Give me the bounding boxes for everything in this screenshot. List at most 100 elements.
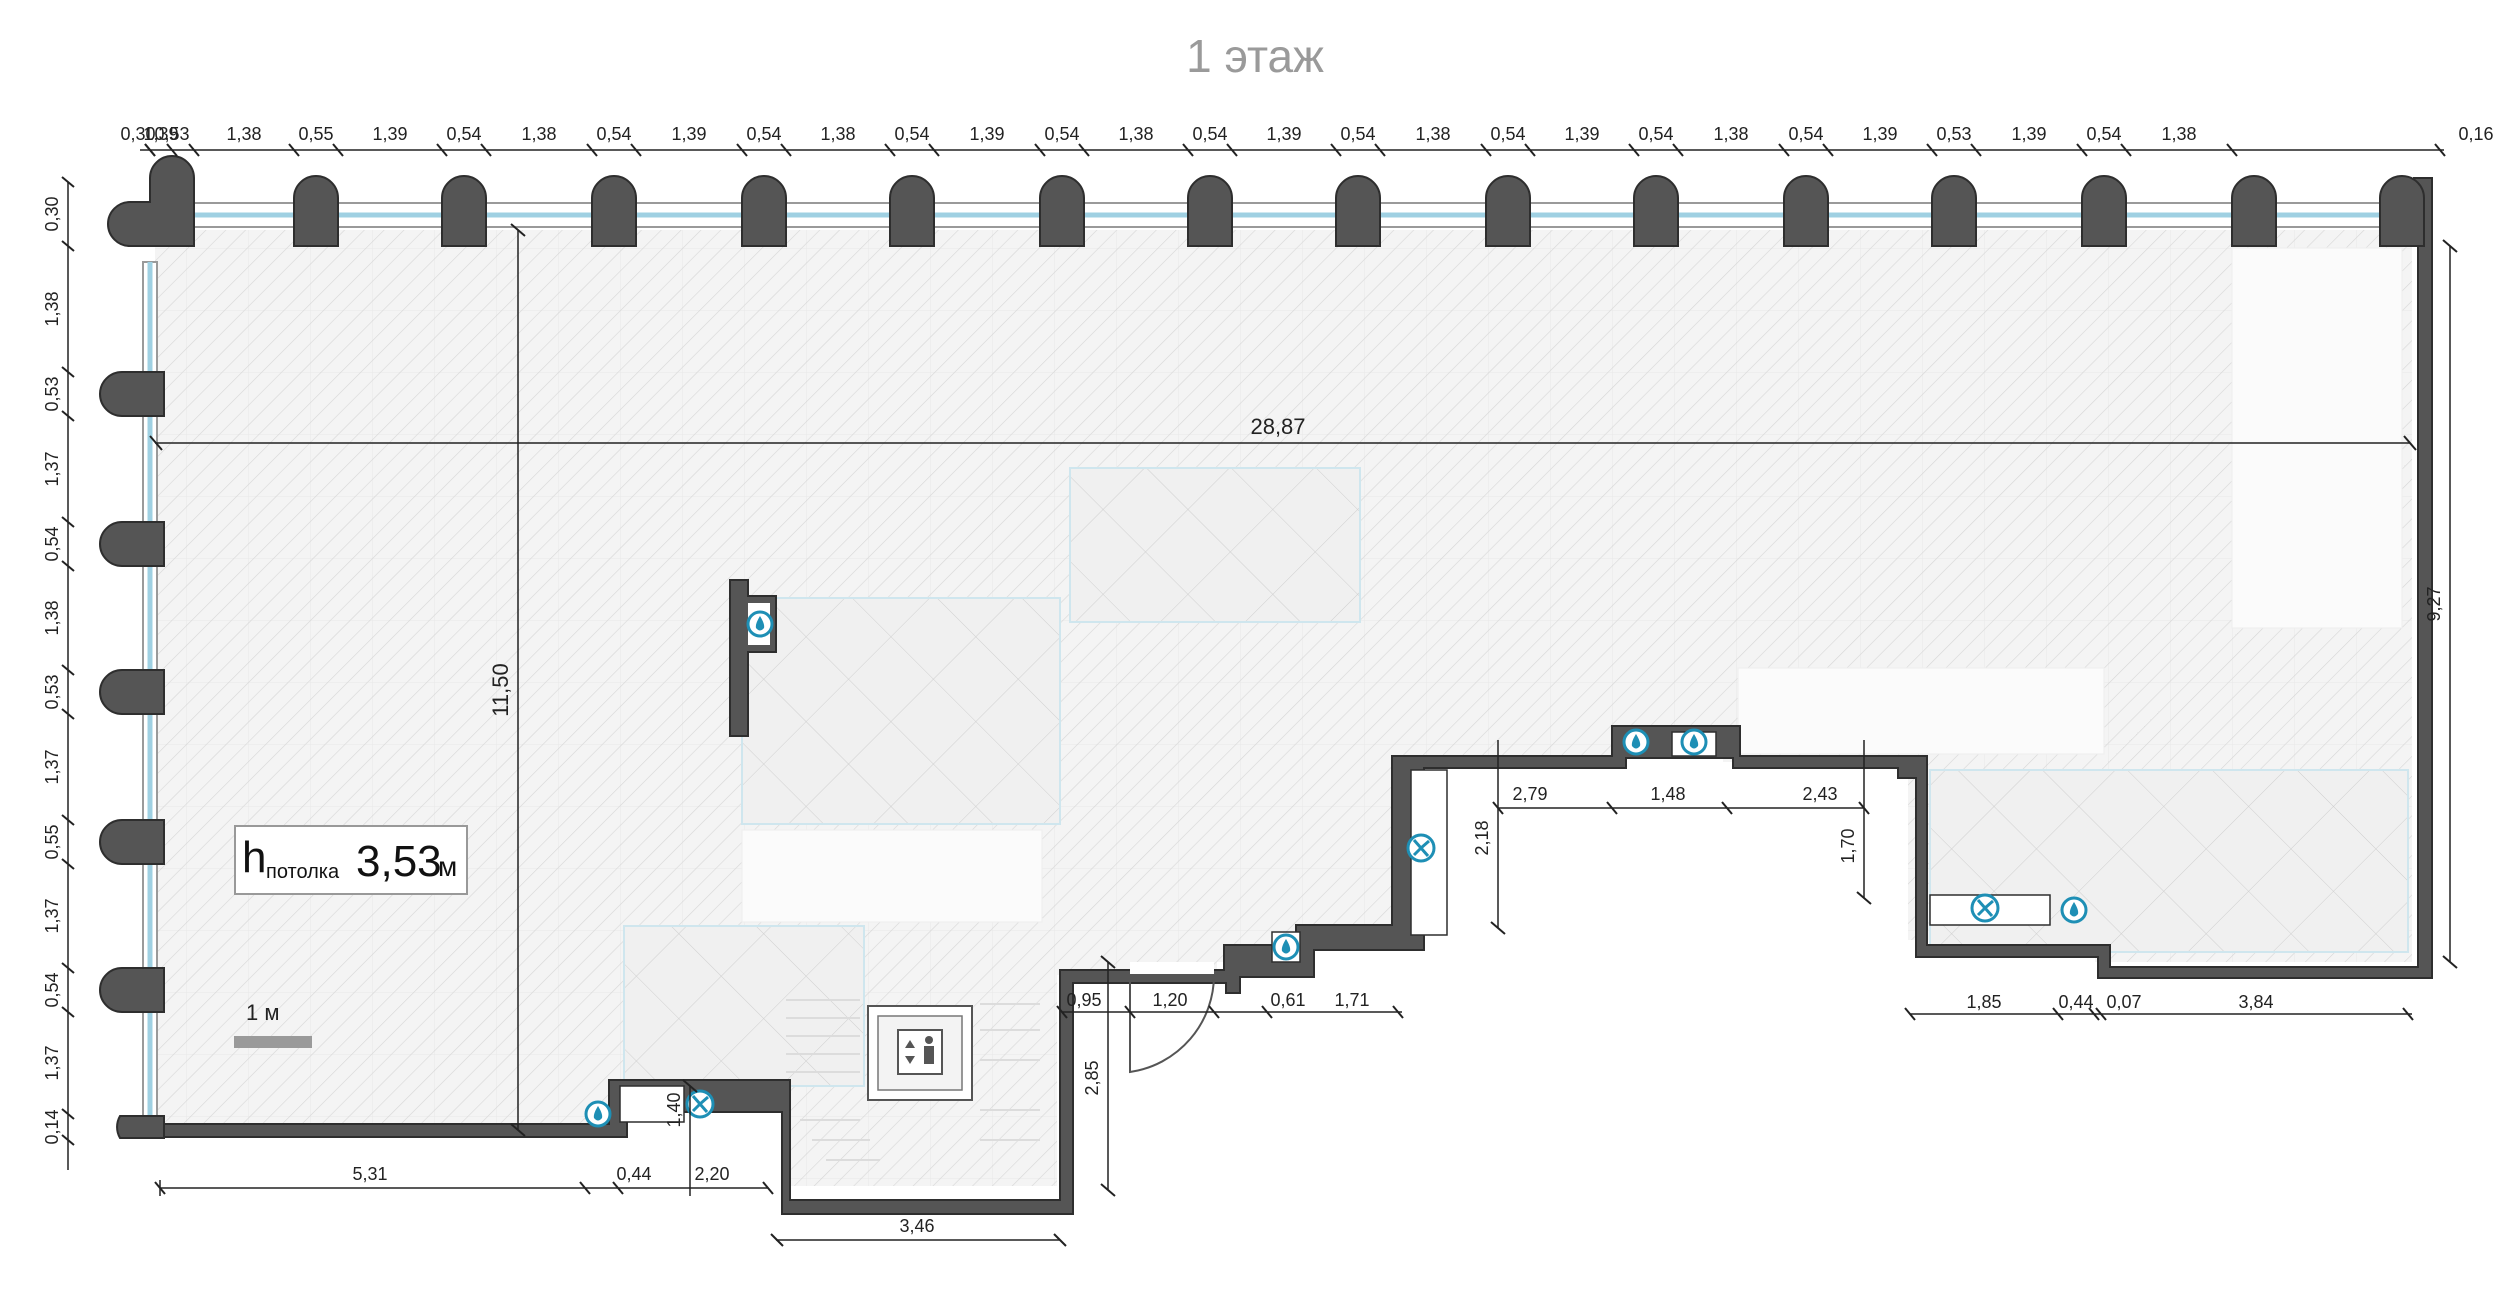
dimension-tick [61, 858, 75, 870]
overall-width-dimension: 28,87 [149, 414, 2417, 451]
floor-area [155, 230, 2412, 1186]
svg-text:0,44: 0,44 [616, 1164, 651, 1184]
dimension-tick [1524, 143, 1536, 157]
dimension-tick [1672, 143, 1684, 157]
top-dimension-label: 0,54 [1192, 124, 1227, 144]
small-height-dimension: 1,40 [664, 1079, 698, 1196]
fan-icon [1406, 833, 1436, 863]
column [99, 669, 165, 715]
dimension-tick [332, 143, 344, 157]
left-dimension-label: 1,37 [42, 1045, 62, 1080]
scale-bar: 1 м [234, 1000, 312, 1048]
dimension-tick [61, 962, 75, 974]
svg-text:0,44: 0,44 [2058, 992, 2093, 1012]
top-dimension-label: 1,39 [1862, 124, 1897, 144]
column [441, 175, 487, 247]
svg-text:1,71: 1,71 [1334, 990, 1369, 1010]
left-dimension-label: 0,54 [42, 526, 62, 561]
dimension-tick [1480, 143, 1492, 157]
top-dimension-label: 0,53 [1936, 124, 1971, 144]
top-dimension-label: 1,38 [1713, 124, 1748, 144]
column [1039, 175, 1085, 247]
dimension-tick [586, 143, 598, 157]
column [99, 819, 165, 865]
column [99, 967, 165, 1013]
column [1485, 175, 1531, 247]
overall-height-dimension: 11,50 [488, 223, 526, 1137]
top-columns [106, 155, 2425, 247]
dimension-tick [1034, 143, 1046, 157]
dimension-tick [61, 1006, 75, 1018]
dimension-tick [61, 1108, 75, 1120]
floor-title: 1 этаж [1186, 30, 1324, 82]
bottom-dimension-chain: 5,31 0,44 2,20 [154, 1164, 774, 1196]
left-dimension-label: 1,37 [42, 451, 62, 486]
column [1931, 175, 1977, 247]
svg-text:1,20: 1,20 [1152, 990, 1187, 1010]
elevator-icon [897, 1029, 943, 1075]
water-drop-icon [2060, 896, 2088, 924]
top-dimension-label: 0,54 [1490, 124, 1525, 144]
dimension-tick [1628, 143, 1640, 157]
top-dimension-label: 0,54 [2086, 124, 2121, 144]
top-dimension-label: 0,54 [446, 124, 481, 144]
left-dimension-label: 0,30 [42, 196, 62, 231]
column [889, 175, 935, 247]
dimension-tick [61, 240, 75, 252]
svg-text:1,48: 1,48 [1650, 784, 1685, 804]
top-dimension-label: 1,39 [372, 124, 407, 144]
left-dimension-label: 1,38 [42, 291, 62, 326]
dimension-tick [166, 143, 178, 157]
column [1783, 175, 1829, 247]
left-dimension-label: 1,37 [42, 898, 62, 933]
svg-text:1,85: 1,85 [1966, 992, 2001, 1012]
corner-column [116, 1115, 165, 1139]
svg-text:0,07: 0,07 [2106, 992, 2141, 1012]
left-dimension-chain: 0,301,380,531,370,541,380,531,370,551,37… [42, 176, 75, 1170]
dimension-tick [630, 143, 642, 157]
water-drop-icon [1272, 933, 1300, 961]
top-dimension-label: 0,54 [1788, 124, 1823, 144]
top-dimension-label: 0,30 [120, 124, 155, 144]
svg-text:2,18: 2,18 [1472, 820, 1492, 855]
top-dimension-label: 1,39 [969, 124, 1004, 144]
svg-text:3,84: 3,84 [2238, 992, 2273, 1012]
water-drop-icon [1680, 728, 1708, 756]
svg-text:м: м [438, 851, 457, 882]
top-dimension-label: 0,54 [1638, 124, 1673, 144]
overall-width-label: 28,87 [1250, 414, 1305, 439]
fan-icon [1970, 893, 2000, 923]
column [2379, 175, 2425, 247]
dimension-tick [61, 708, 75, 720]
water-drop-icon [584, 1100, 612, 1128]
top-dimension-label: 0,54 [1340, 124, 1375, 144]
svg-text:2,85: 2,85 [1082, 1060, 1102, 1095]
door-dimension-chain: 0,95 1,20 0,61 1,71 [1056, 990, 1404, 1019]
dimension-tick [1078, 143, 1090, 157]
dimension-tick [1778, 143, 1790, 157]
svg-text:3,53: 3,53 [356, 837, 442, 886]
top-dimension-label: 1,39 [671, 124, 706, 144]
top-dimension-label: 1,39 [1564, 124, 1599, 144]
water-drop-icon [1622, 728, 1650, 756]
svg-text:2,43: 2,43 [1802, 784, 1837, 804]
column [1187, 175, 1233, 247]
column [741, 175, 787, 247]
dimension-tick [2076, 143, 2088, 157]
dimension-tick [288, 143, 300, 157]
column [99, 521, 165, 567]
dimension-tick [144, 143, 156, 157]
dimension-tick [780, 143, 792, 157]
dimension-tick [61, 560, 75, 572]
left-dimension-label: 0,54 [42, 972, 62, 1007]
top-dimension-label: 1,38 [1118, 124, 1153, 144]
column [1335, 175, 1381, 247]
svg-text:h: h [242, 833, 266, 882]
svg-text:потолка: потолка [266, 861, 340, 883]
stair-width-dimension: 3,46 [770, 1216, 1067, 1247]
dimension-tick [2120, 143, 2132, 157]
left-dimension-label: 0,14 [42, 1109, 62, 1144]
top-dimension-label: 0,54 [1044, 124, 1079, 144]
top-dimension-label: 0,54 [746, 124, 781, 144]
top-dimension-label: 0,55 [298, 124, 333, 144]
